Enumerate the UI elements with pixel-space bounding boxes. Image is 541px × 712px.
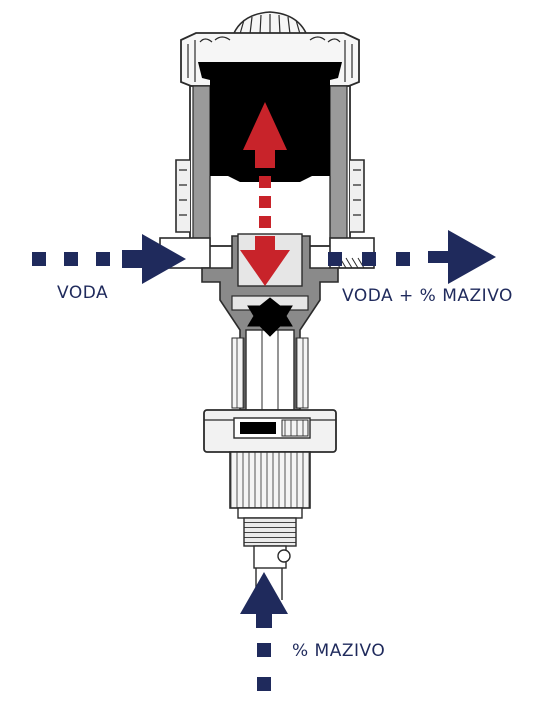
water-inlet-label: VODA (57, 283, 109, 303)
piston-motion-arrow (240, 102, 290, 286)
water-outlet-arrow (328, 230, 496, 284)
water-inlet-arrow (32, 234, 186, 284)
lubricant-inlet-label: % MAZIVO (292, 641, 386, 661)
lubricant-inlet-arrow (240, 572, 288, 691)
adjustment-ring (203, 409, 337, 453)
water-outlet-label: VODA + % MAZIVO (342, 286, 513, 306)
lower-body (229, 451, 311, 600)
